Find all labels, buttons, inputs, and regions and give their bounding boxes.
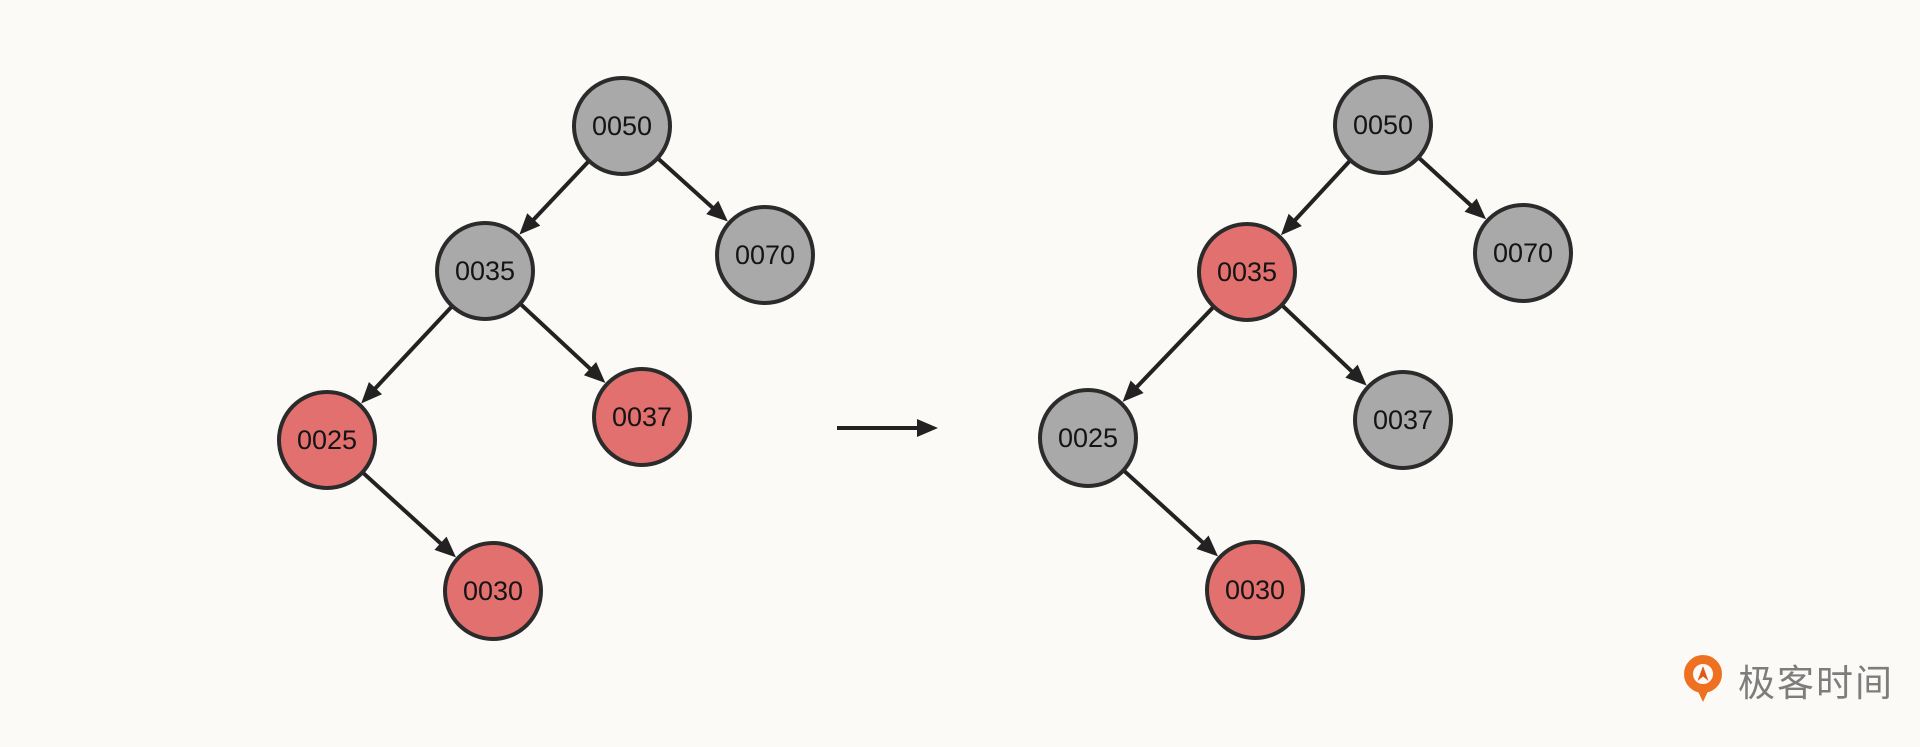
- tree-edge: [1122, 468, 1207, 546]
- tree-node-circle: [1473, 203, 1573, 303]
- tree-node-circle: [1353, 370, 1453, 470]
- tree-node-circle: [572, 76, 672, 176]
- tree-node-label: 0025: [297, 425, 357, 455]
- tree-node-label: 0070: [1493, 238, 1553, 268]
- tree-node-circle: [435, 221, 535, 321]
- tree-edge-arrowhead: [1345, 364, 1367, 386]
- geektime-logo-text: 极客时间: [1738, 663, 1894, 704]
- tree-node-circle: [1333, 75, 1433, 175]
- tree-node-0037: 0037: [592, 367, 692, 467]
- tree-edge-arrowhead: [1280, 213, 1302, 236]
- tree-node-label: 0025: [1058, 423, 1118, 453]
- tree-node-label: 0035: [1217, 257, 1277, 287]
- tree-edge-arrowhead: [706, 200, 728, 222]
- tree-edge-arrowhead: [519, 213, 541, 235]
- tree-edge: [530, 159, 591, 223]
- tree-node-label: 0037: [612, 402, 672, 432]
- tree-edge-arrowhead: [1122, 380, 1144, 402]
- tree-node-0050: 0050: [572, 76, 672, 176]
- tree-node-0025: 0025: [277, 390, 377, 490]
- tree-node-circle: [1038, 388, 1138, 488]
- tree-node-0025: 0025: [1038, 388, 1138, 488]
- tree-node-label: 0070: [735, 240, 795, 270]
- tree-before-recolor: 0050 0035 0070 0025 0037 0030: [277, 76, 815, 641]
- tree-edge: [371, 304, 454, 392]
- tree-edge-arrowhead: [1464, 198, 1487, 220]
- tree-node-circle: [277, 390, 377, 490]
- tree-edge: [1291, 158, 1352, 224]
- tree-node-label: 0050: [1353, 110, 1413, 140]
- tree-node-circle: [1205, 540, 1305, 640]
- tree-node-0035: 0035: [1197, 222, 1297, 322]
- geektime-logo: 极客时间: [1680, 651, 1894, 709]
- tree-node-circle: [715, 205, 815, 305]
- geektime-logo-icon: [1684, 655, 1722, 702]
- tree-node-0037: 0037: [1353, 370, 1453, 470]
- tree-edge: [656, 156, 716, 211]
- tree-edge: [1133, 305, 1216, 391]
- tree-edge: [518, 302, 594, 373]
- tree-node-circle: [443, 541, 543, 641]
- tree-edge: [1417, 155, 1475, 209]
- tree-node-0070: 0070: [715, 205, 815, 305]
- tree-edge: [1280, 303, 1356, 375]
- tree-edge-arrowhead: [361, 381, 383, 404]
- tree-node-label: 0037: [1373, 405, 1433, 435]
- tree-node-0035: 0035: [435, 221, 535, 321]
- tree-edge: [361, 470, 445, 547]
- transition-arrow: [837, 419, 938, 437]
- tree-node-label: 0050: [592, 111, 652, 141]
- tree-node-circle: [592, 367, 692, 467]
- tree-node-label: 0030: [1225, 575, 1285, 605]
- tree-node-0070: 0070: [1473, 203, 1573, 303]
- tree-node-0030: 0030: [1205, 540, 1305, 640]
- tree-node-0030: 0030: [443, 541, 543, 641]
- tree-edge-arrowhead: [917, 419, 938, 437]
- tree-node-label: 0030: [463, 576, 523, 606]
- tree-edge-arrowhead: [1196, 535, 1219, 557]
- tree-node-label: 0035: [455, 256, 515, 286]
- tree-after-recolor: 0050 0035 0070 0025 0037 0030: [1038, 75, 1573, 640]
- tree-node-circle: [1197, 222, 1297, 322]
- tree-edge-arrowhead: [583, 362, 606, 383]
- tree-node-0050: 0050: [1333, 75, 1433, 175]
- tree-edge-arrowhead: [434, 536, 457, 558]
